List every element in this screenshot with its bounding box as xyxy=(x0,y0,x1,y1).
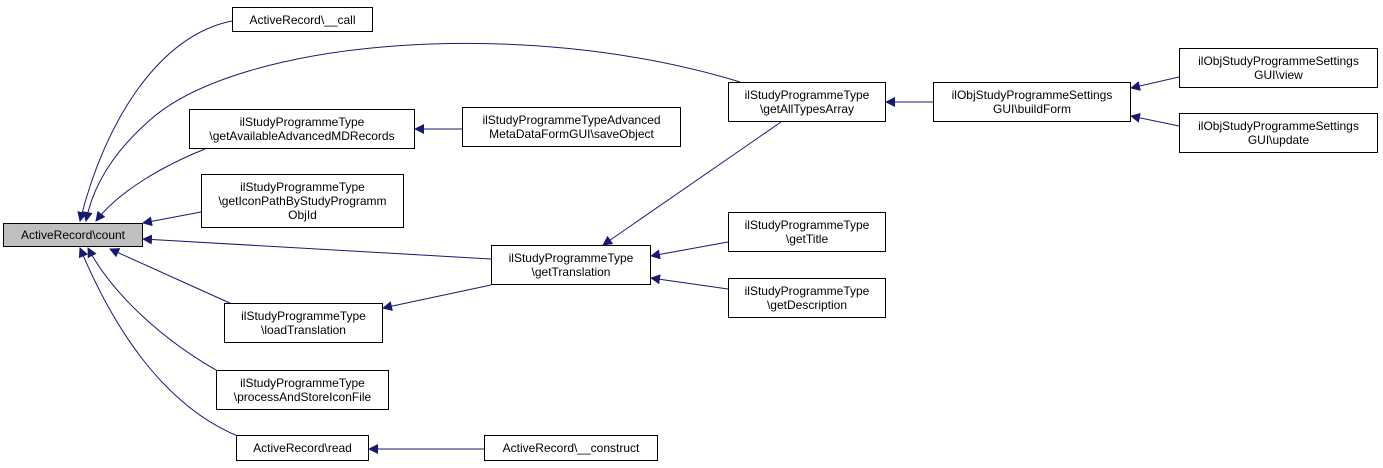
node-label-line: ActiveRecord\__call xyxy=(249,12,356,27)
node-label-line: \getIconPathByStudyProgramm xyxy=(218,194,387,208)
node-get-translation[interactable]: ilStudyProgrammeType\getTranslation xyxy=(491,245,651,285)
node-get-description[interactable]: ilStudyProgrammeType\getDescription xyxy=(728,278,886,318)
node-activerecord-count: ActiveRecord\count xyxy=(3,223,143,247)
node-label-line: ObjId xyxy=(288,208,317,222)
node-process-and-store-icon-file[interactable]: ilStudyProgrammeType\processAndStoreIcon… xyxy=(216,370,389,410)
node-get-title[interactable]: ilStudyProgrammeType\getTitle xyxy=(728,212,886,252)
edge-getTitle-to-getTrans xyxy=(650,241,729,260)
node-label-line: \processAndStoreIconFile xyxy=(233,390,372,404)
node-label-line: ilObjStudyProgrammeSettings xyxy=(1198,119,1359,133)
edge-getAvail-to-count xyxy=(95,148,206,222)
node-get-icon-path-by-study-programm-obj-id[interactable]: ilStudyProgrammeType\getIconPathByStudyP… xyxy=(201,174,404,228)
node-load-translation[interactable]: ilStudyProgrammeType\loadTranslation xyxy=(224,303,383,343)
edge-getAllTypes-to-getTrans xyxy=(602,121,782,246)
node-label-line: ActiveRecord\__construct xyxy=(502,441,640,455)
node-label-line: MetaDataFormGUI\saveObject xyxy=(489,127,654,141)
node-label-line: ilStudyProgrammeType xyxy=(508,251,634,265)
edge-process-to-count xyxy=(87,247,226,376)
node-label-line: ilObjStudyProgrammeSettings xyxy=(1198,54,1359,68)
node-label-line: \getDescription xyxy=(766,298,848,312)
node-activerecord-construct[interactable]: ActiveRecord\__construct xyxy=(484,435,658,461)
edge-loadTrans-to-count xyxy=(109,248,244,310)
edge-getAllTypes-to-count xyxy=(82,42,741,222)
node-activerecord-read[interactable]: ActiveRecord\read xyxy=(236,435,369,461)
node-label-line: ilStudyProgrammeType xyxy=(744,218,870,232)
node-label-line: ActiveRecord\count xyxy=(20,228,126,242)
node-label-line: ActiveRecord\read xyxy=(253,441,352,455)
node-label-line: ilStudyProgrammeType xyxy=(744,88,870,102)
node-get-available-advanced-md-records[interactable]: ilStudyProgrammeType\getAvailableAdvance… xyxy=(189,109,415,149)
node-label-line: \getAvailableAdvancedMDRecords xyxy=(209,129,395,143)
edge-update-to-buildForm xyxy=(1130,112,1180,127)
node-label-line: ilStudyProgrammeType xyxy=(240,376,365,390)
edge-call-to-count xyxy=(77,20,233,222)
node-label-line: \getTranslation xyxy=(531,265,611,279)
node-activerecord-call[interactable]: ActiveRecord\__call xyxy=(232,7,373,32)
node-get-all-types-array[interactable]: ilStudyProgrammeType\getAllTypesArray xyxy=(728,82,886,122)
node-label-line: ilStudyProgrammeTypeAdvanced xyxy=(482,113,661,127)
edge-getTrans-to-count xyxy=(142,234,492,260)
edge-getDesc-to-getTrans xyxy=(650,274,729,290)
node-label-line: GUI\buildForm xyxy=(992,102,1072,116)
node-label-line: ilObjStudyProgrammeSettings xyxy=(951,88,1113,102)
node-label-line: ilStudyProgrammeType xyxy=(241,309,366,323)
edge-getIcon-to-count xyxy=(142,211,202,227)
edges xyxy=(77,20,1180,454)
node-label-line: ilStudyProgrammeType xyxy=(239,115,365,129)
node-label-line: GUI\view xyxy=(1254,68,1303,82)
node-label-line: ilStudyProgrammeType xyxy=(744,284,870,298)
node-label-line: ilStudyProgrammeType xyxy=(240,180,365,194)
edge-read-to-count xyxy=(78,247,241,438)
edge-view-to-buildForm xyxy=(1130,76,1180,91)
node-label-line: \getTitle xyxy=(785,232,829,246)
edge-getTrans-to-loadTrans xyxy=(382,284,492,312)
node-label-line: \getAllTypesArray xyxy=(759,102,855,116)
node-label-line: \loadTranslation xyxy=(261,323,346,337)
node-label-line: GUI\update xyxy=(1247,133,1310,147)
